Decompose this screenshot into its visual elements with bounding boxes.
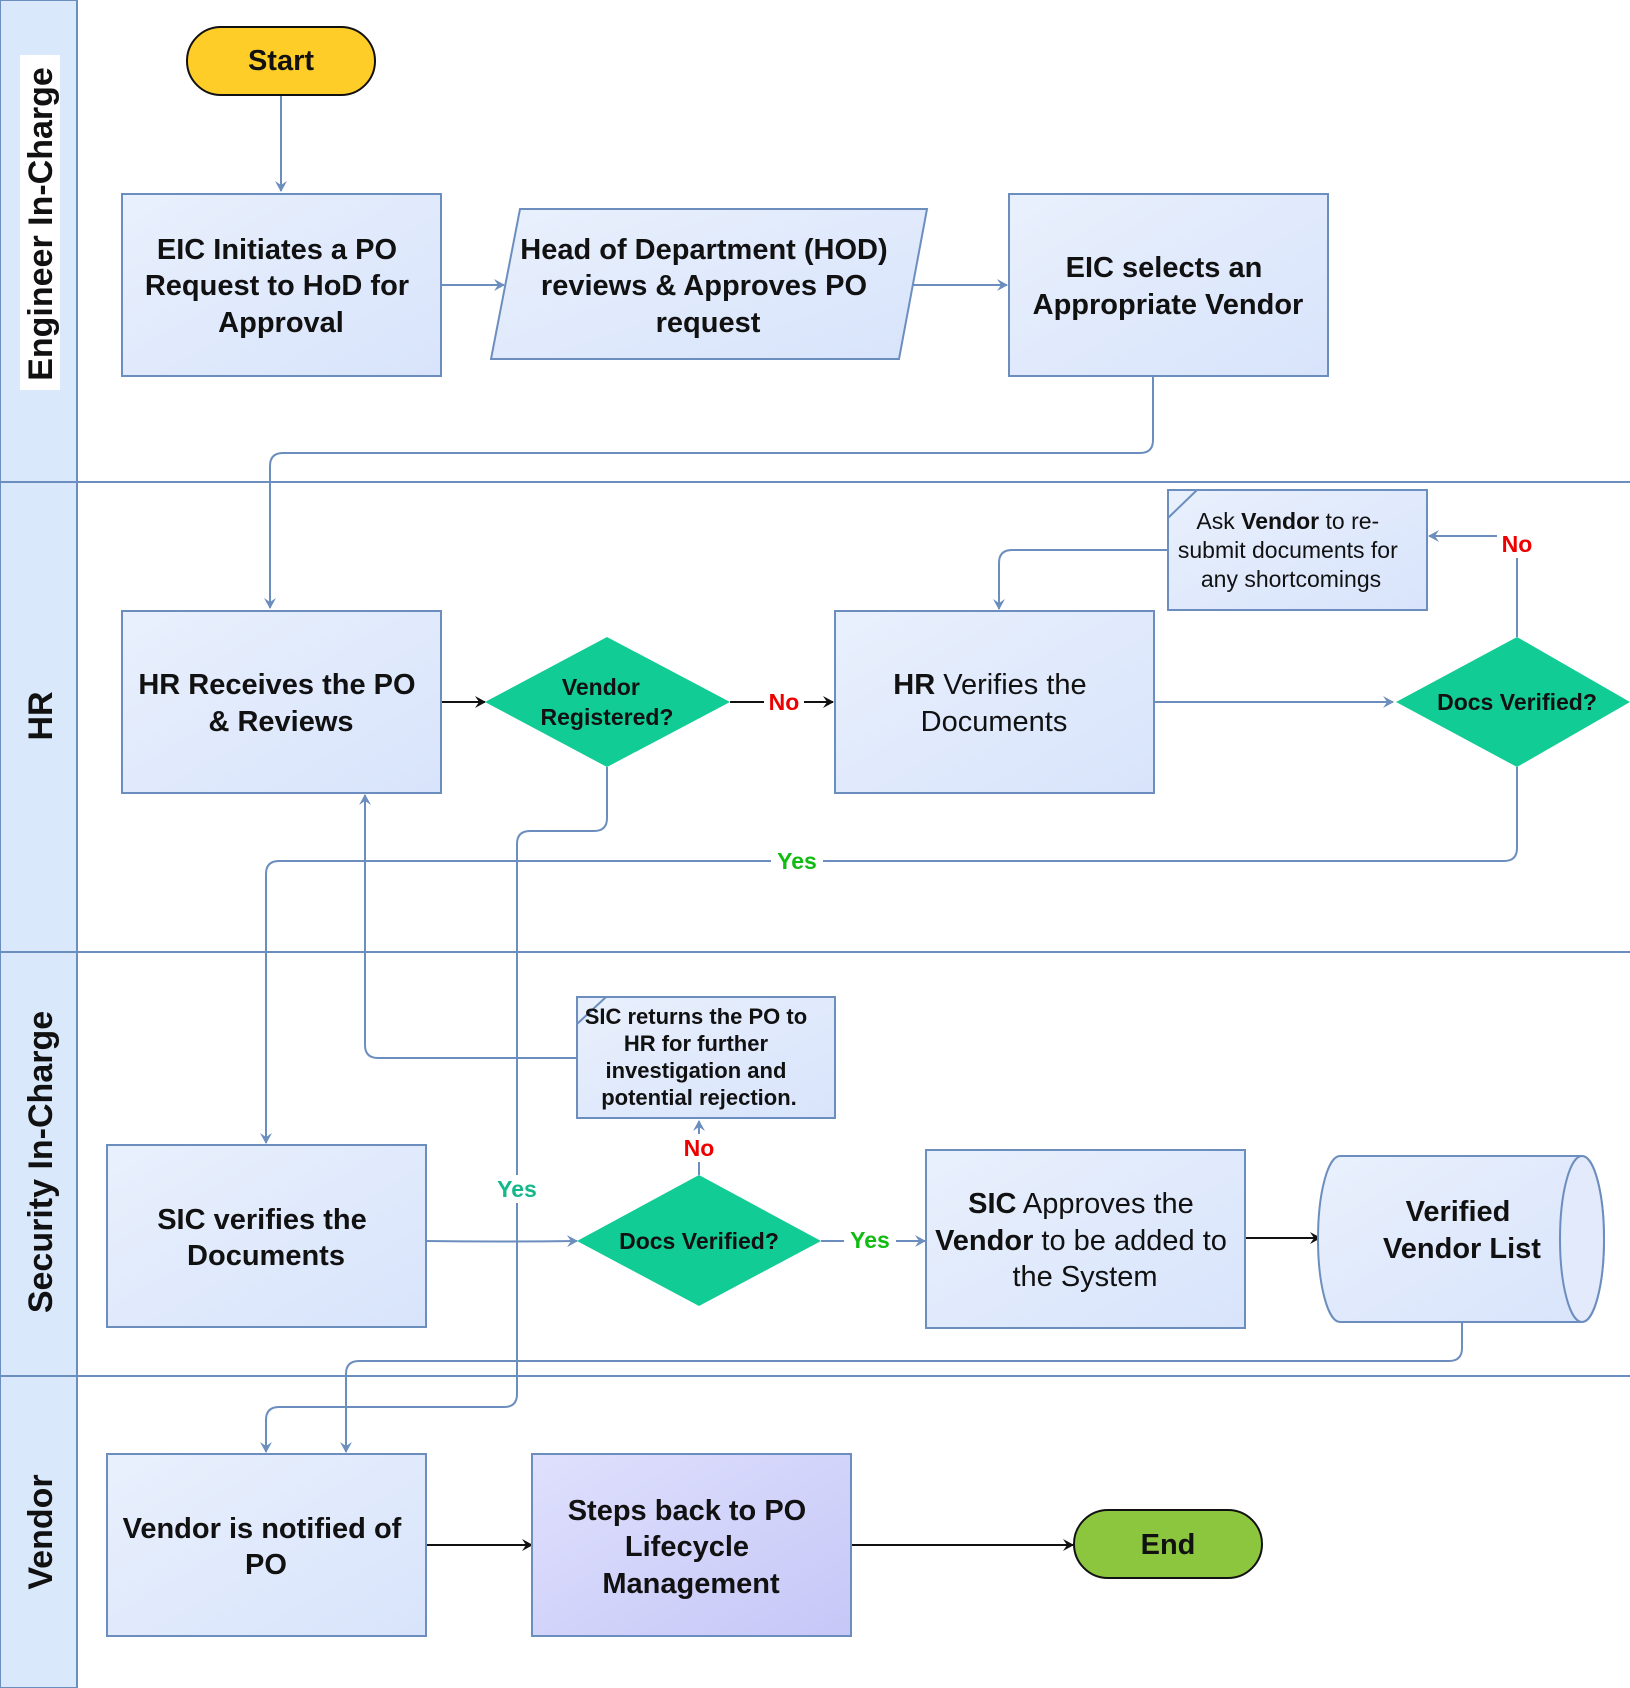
end-node: End: [1073, 1509, 1263, 1579]
label-bg: [764, 688, 804, 716]
lane-label-hr: HR: [22, 691, 60, 740]
vendor-notified-node: Vendor is notified of PO: [106, 1453, 427, 1637]
process-label: EIC selects an Appropriate Vendor: [1033, 252, 1304, 321]
label-no-sic-docs: No: [684, 1135, 715, 1161]
decision-diamond: [485, 637, 730, 767]
note-box: [1167, 489, 1428, 611]
decision-diamond: [577, 1175, 821, 1306]
note-label: SIC returns the PO to HR for further inv…: [585, 1004, 814, 1110]
label-bg: [679, 1134, 719, 1162]
sic-approves-node: SIC Approves the Vendor to be added to t…: [925, 1149, 1246, 1329]
lane-label-vendor: Vendor: [22, 1474, 60, 1589]
decision-label: Docs Verified?: [619, 1228, 779, 1254]
hod-label: Head of Department (HOD) reviews & Appro…: [520, 234, 895, 339]
end-terminator: [1073, 1509, 1263, 1579]
ask-vendor-note: Ask Vendor to re- submit documents for a…: [1167, 489, 1428, 611]
label-yes-sic-docs: Yes: [850, 1227, 890, 1253]
process-box: [106, 1453, 427, 1637]
sic-returns-note: SIC returns the PO to HR for further inv…: [576, 996, 836, 1119]
verified-vendor-list-node: Verified Vendor List: [1317, 1155, 1605, 1323]
process-box: [106, 1144, 427, 1328]
hr-docs-verified-decision: Docs Verified?: [1396, 637, 1630, 767]
process-box: [121, 610, 442, 794]
note-fold: [1167, 489, 1198, 519]
edge-returns-to-hr: [359, 794, 577, 1059]
subprocess-box: [531, 1453, 852, 1637]
edge-labels: No No Yes Yes No Yes: [491, 530, 1537, 1254]
note-box: [576, 996, 836, 1119]
process-box: [834, 610, 1155, 794]
label-no-hr-docs: No: [1502, 531, 1533, 557]
lane-label-engineer: Engineer In-Charge: [22, 67, 60, 381]
eic-selects-node: EIC selects an Appropriate Vendor: [1008, 193, 1329, 377]
label-bg: [844, 1226, 896, 1254]
note-fold: [576, 996, 607, 1025]
process-label: EIC Initiates a PO Request to HoD for Ap…: [145, 234, 417, 339]
process-label: SIC Approves the Vendor to be added to t…: [935, 1188, 1235, 1293]
hr-verifies-node: HR Verifies the Documents: [834, 610, 1155, 794]
sic-docs-verified-decision: Docs Verified?: [577, 1175, 821, 1306]
label-bg: [491, 1175, 543, 1203]
vendor-registered-decision: Vendor Registered?: [485, 637, 730, 767]
hod-reviews-node: Head of Department (HOD) reviews & Appro…: [489, 208, 929, 360]
process-box: [121, 193, 442, 377]
label-bg: [1497, 530, 1537, 558]
cylinder-end: [1559, 1155, 1605, 1323]
decision-label: Docs Verified?: [1437, 689, 1597, 715]
label-yes-hr-docs: Yes: [777, 848, 817, 874]
sic-verifies-node: SIC verifies the Documents: [106, 1144, 427, 1328]
start-terminator: [186, 26, 376, 96]
edge-registered-yes: [260, 767, 608, 1453]
subprocess-label: Steps back to PO Lifecycle Management: [568, 1495, 815, 1600]
data-parallelogram: [489, 208, 929, 360]
process-label: HR Receives the PO & Reviews: [138, 669, 423, 738]
lane-label-bg: [20, 55, 60, 390]
hr-receives-node: HR Receives the PO & Reviews: [121, 610, 442, 794]
process-label: Vendor is notified of PO: [123, 1513, 410, 1581]
eic-initiates-node: EIC Initiates a PO Request to HoD for Ap…: [121, 193, 442, 377]
edge-list-to-notified: [340, 1323, 1463, 1453]
lane-label-security: Security In-Charge: [22, 1011, 60, 1313]
steps-back-node: Steps back to PO Lifecycle Management: [531, 1453, 852, 1637]
datastore-label: Verified Vendor List: [1383, 1196, 1541, 1265]
process-box: [925, 1149, 1246, 1329]
process-box: [1008, 193, 1329, 377]
process-label: SIC verifies the Documents: [157, 1204, 375, 1272]
edge-hr-docs-yes: [260, 767, 1518, 1144]
decision-diamond: [1396, 637, 1630, 767]
end-label: End: [1141, 1529, 1196, 1561]
process-label: HR Verifies the Documents: [893, 669, 1094, 738]
start-label: Start: [248, 45, 314, 77]
label-no-registered: No: [769, 689, 800, 715]
start-node: Start: [186, 26, 376, 96]
label-bg: [771, 847, 823, 875]
edge-ask-to-verifies: [993, 549, 1168, 610]
edge-sic-verifies-to-docs: [425, 1235, 578, 1248]
label-yes-registered: Yes: [497, 1176, 537, 1202]
note-label: Ask Vendor to re- submit documents for a…: [1178, 508, 1404, 592]
edge-select-to-hr-receives: [264, 377, 1154, 609]
decision-label: Vendor Registered?: [541, 674, 674, 730]
